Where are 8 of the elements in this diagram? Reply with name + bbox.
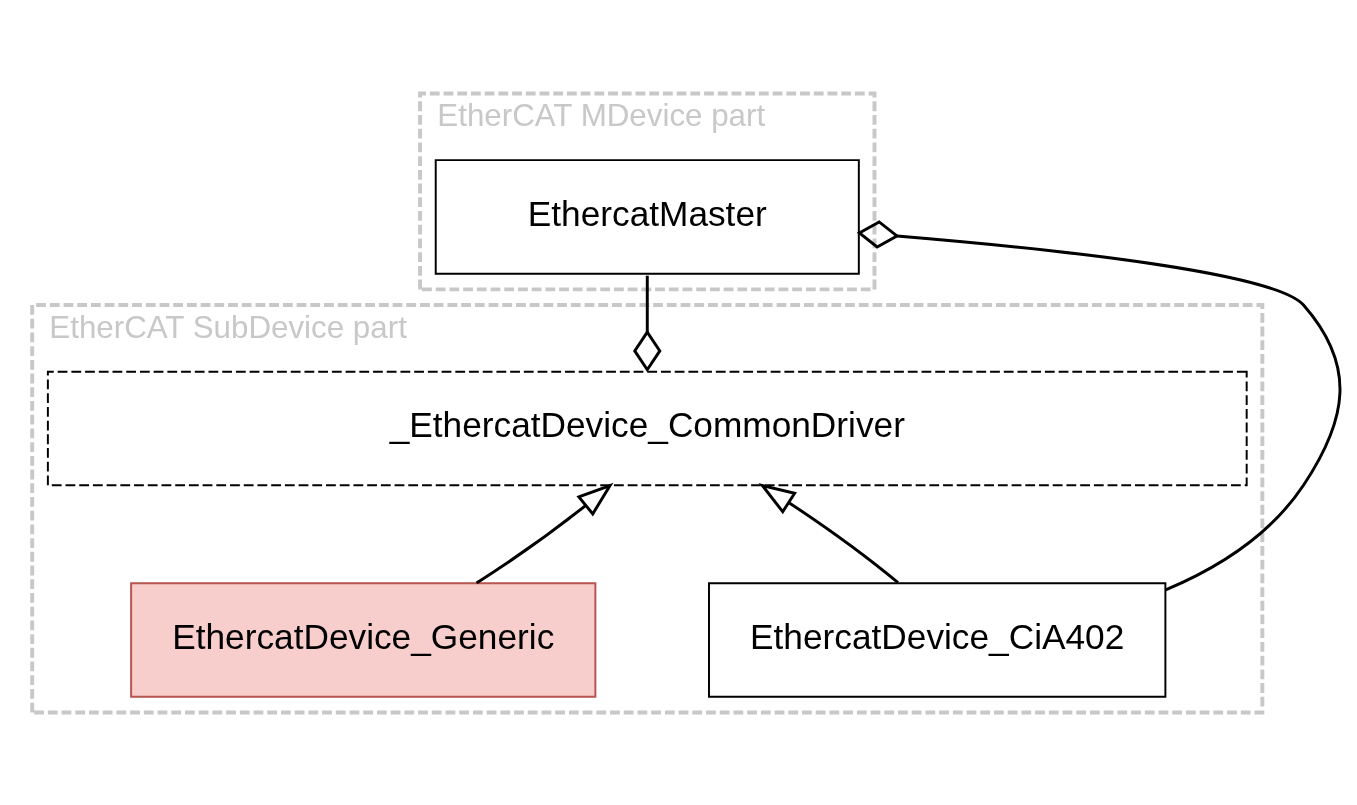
connector <box>856 219 1342 591</box>
node-box: EthercatMaster <box>434 158 860 275</box>
node-box: EthercatDevice_Generic <box>130 581 597 698</box>
arrow <box>758 482 899 584</box>
connector <box>632 275 662 372</box>
node-box: EthercatDevice_CiA402 <box>708 581 1167 698</box>
node-box: _EthercatDevice_CommonDriver <box>46 370 1248 486</box>
arrow <box>475 482 614 584</box>
